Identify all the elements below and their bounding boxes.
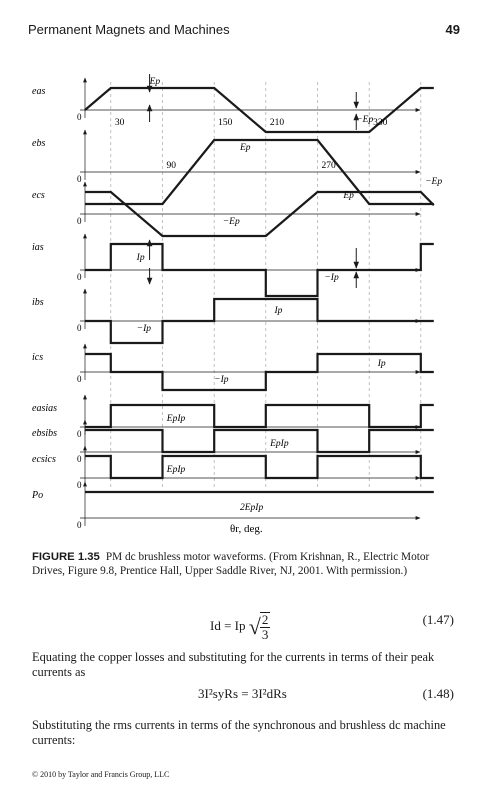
zero-label: 0 <box>77 374 82 384</box>
angle-mark-label: 330 <box>373 118 388 128</box>
level-label: EpIp <box>166 465 186 475</box>
caption-text: PM dc brushless motor waveforms. (From K… <box>32 551 430 577</box>
equation-1-48: 3I²syRs = 3I²dRs (1.48) <box>0 686 490 706</box>
waveform-row-ibs: ibs 0 Ip −Ip <box>32 288 434 345</box>
level-label: Ep <box>239 143 251 153</box>
level-label: Ip <box>136 253 145 263</box>
angle-mark-label: 30 <box>115 118 125 128</box>
level-label: Ep <box>342 191 354 201</box>
level-label: −Ip <box>137 324 152 334</box>
equation-number: (1.47) <box>422 612 454 627</box>
waveform-row-eas: eas 0 Ep −Ep <box>32 77 434 134</box>
equation-1-47: Id = Ip √ 2 3 (1.47) <box>0 598 490 642</box>
waveform-trace <box>85 403 434 429</box>
level-label: −Ip <box>214 375 229 385</box>
equation-lhs: Id = Ip <box>210 617 246 633</box>
waveform-trace <box>85 352 434 392</box>
equation-text: 3I²syRs = 3I²dRs <box>198 686 287 701</box>
row-label: eas <box>32 86 45 97</box>
row-label: easias <box>32 403 57 414</box>
angle-marks: 30 90 150 210 270 330 <box>115 74 388 288</box>
zero-label: 0 <box>77 272 82 282</box>
zero-label: 0 <box>77 174 82 184</box>
level-label: EpIp <box>166 414 186 424</box>
paragraph-2: Substituting the rms currents in terms o… <box>32 718 446 747</box>
page-number: 49 <box>445 22 460 37</box>
axis-label: θr, deg. <box>230 523 263 535</box>
row-label: ecs <box>32 190 45 201</box>
level-label: 2EpIp <box>240 503 263 513</box>
waveform-trace <box>84 86 434 134</box>
waveform-figure: eas0Ep−Epebs0Ep−Epecs0Ep−Epias0Ip−Ipibs0… <box>31 74 442 535</box>
level-label: −Ep <box>223 217 240 227</box>
zero-label: 0 <box>77 480 82 490</box>
paragraph-1: Equating the copper losses and substitut… <box>32 650 435 679</box>
waveform-trace <box>85 190 435 238</box>
level-label: Ip <box>273 306 282 316</box>
waveform-row-ics: ics 0 Ip −Ip <box>32 343 434 392</box>
zero-label: 0 <box>77 520 82 530</box>
row-label: ebsibs <box>32 428 57 439</box>
waveform-rows: eas0Ep−Epebs0Ep−Epecs0Ep−Epias0Ip−Ipibs0… <box>31 77 442 530</box>
level-label: −Ep <box>425 177 442 187</box>
zero-label: 0 <box>77 112 82 122</box>
level-label: EpIp <box>269 439 289 449</box>
waveform-row-po: Po 0 2EpIp <box>31 481 434 530</box>
row-label: ibs <box>32 297 44 308</box>
zero-label: 0 <box>77 429 82 439</box>
angle-mark-label: 270 <box>322 161 337 171</box>
level-label: Ep <box>149 77 161 87</box>
equation-number: (1.48) <box>422 686 454 701</box>
waveform-trace <box>85 242 434 298</box>
row-label: ecsics <box>32 454 56 465</box>
level-label: −Ip <box>324 273 339 283</box>
waveform-row-ecs: ecs 0 Ep −Ep <box>32 181 435 238</box>
waveform-row-ias: ias 0 Ip −Ip <box>32 233 434 298</box>
zero-label: 0 <box>77 216 82 226</box>
waveform-trace <box>85 428 434 454</box>
running-title: Permanent Magnets and Machines <box>28 22 230 37</box>
row-label: Po <box>31 490 43 501</box>
waveform-trace <box>85 454 434 480</box>
level-label: −Ep <box>356 115 373 125</box>
angle-mark-label: 210 <box>270 118 285 128</box>
waveform-trace <box>85 138 434 206</box>
zero-label: 0 <box>77 323 82 333</box>
row-label: ics <box>32 352 43 363</box>
radicand-denominator: 3 <box>261 627 269 642</box>
waveform-row-easias: easias 0 EpIp <box>32 394 434 439</box>
zero-label: 0 <box>77 454 82 464</box>
radicand-numerator: 2 <box>259 612 271 628</box>
sqrt-symbol: √ <box>248 613 261 639</box>
row-label: ebs <box>32 138 45 149</box>
caption-label: FIGURE 1.35 <box>32 551 100 563</box>
angle-mark-label: 90 <box>167 161 177 171</box>
waveform-trace <box>85 297 434 345</box>
copyright-footer: © 2010 by Taylor and Francis Group, LLC <box>32 770 170 779</box>
row-label: ias <box>32 242 44 253</box>
level-label: Ip <box>377 359 386 369</box>
angle-mark-label: 150 <box>218 118 233 128</box>
